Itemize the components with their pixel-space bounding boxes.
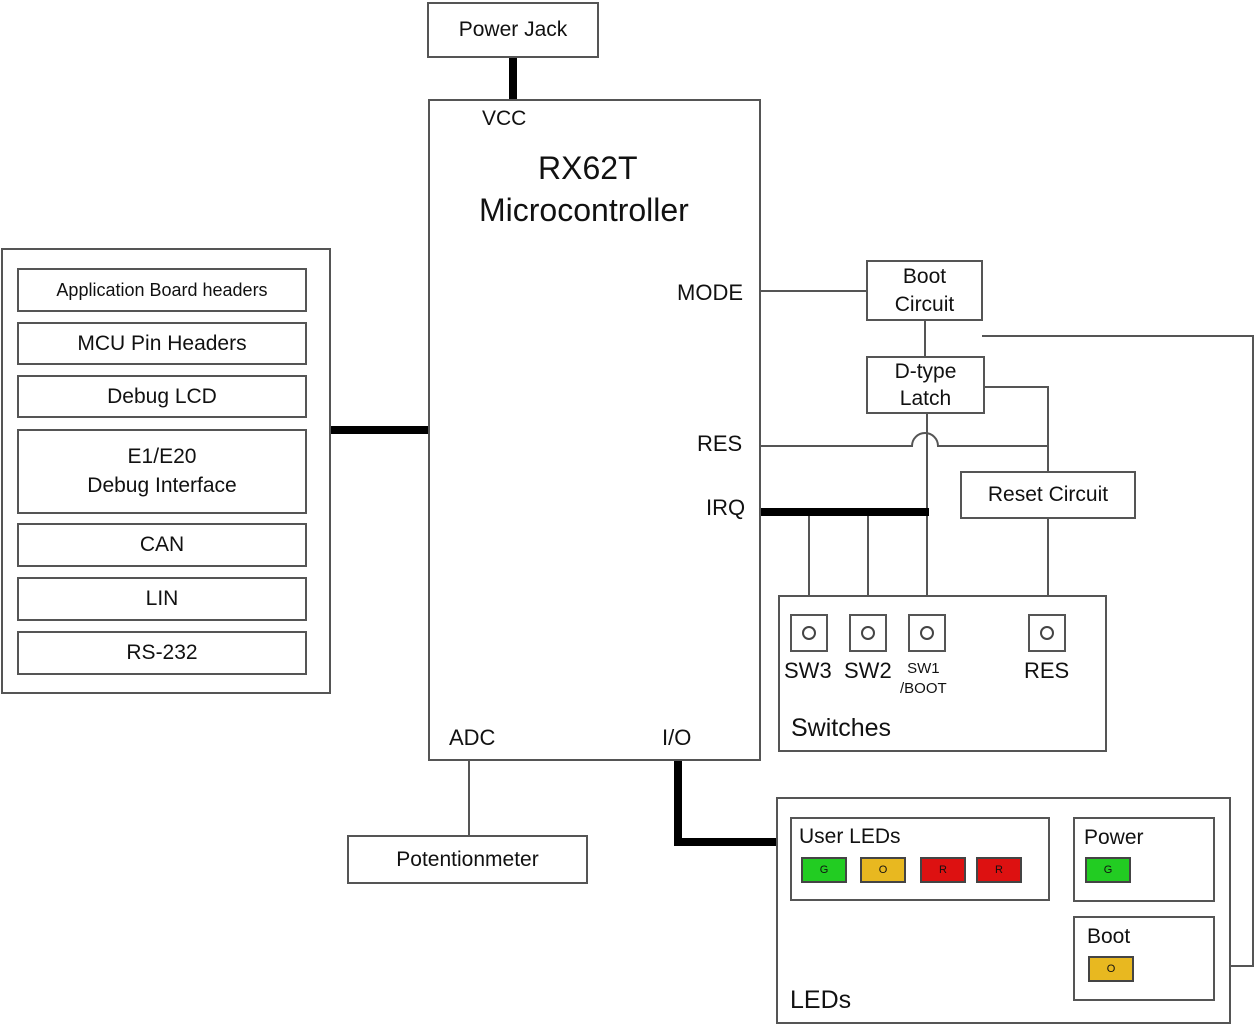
latch-box: D-type Latch [866,356,985,414]
pin-mode: MODE [677,280,743,305]
pin-irq: IRQ [706,495,746,520]
switch-button-icon [920,626,934,640]
user-led-red-1: R [920,857,966,883]
led-letter: O [1106,963,1116,975]
header-label: MCU Pin Headers [77,331,247,355]
user-led-red-2: R [976,857,1022,883]
latch-label: D-type Latch [894,359,957,410]
pin-vcc: VCC [482,107,527,130]
header-label: E1/E20 Debug Interface [87,445,237,497]
boot-led-title: Boot [1087,925,1131,948]
switches-title: Switches [791,714,892,742]
power-led-title: Power [1084,826,1144,849]
reset-circuit-box: Reset Circuit [960,471,1136,519]
switch-sw1-boot[interactable] [908,614,946,652]
header-debug-lcd: Debug LCD [17,375,307,418]
boot-circuit-box: Boot Circuit [866,260,983,321]
header-label: CAN [139,533,185,556]
switch-label-sw3: SW3 [784,658,832,683]
header-label: RS-232 [126,641,198,664]
reset-circuit-label: Reset Circuit [987,483,1109,506]
user-led-green: G [801,857,847,883]
header-label: Application Board headers [56,279,268,300]
boot-circuit-label: Boot Circuit [894,265,955,316]
user-leds-title: User LEDs [799,825,901,848]
pin-io: I/O [662,725,692,750]
pin-res: RES [697,431,743,456]
power-led-green: G [1085,857,1131,883]
header-lin: LIN [17,577,307,621]
header-mcu-pin: MCU Pin Headers [17,322,307,365]
mcu-box [428,99,761,761]
boot-led-orange: O [1088,956,1134,982]
header-label: Debug LCD [107,384,217,408]
header-application-board: Application Board headers [17,268,307,312]
led-letter: G [819,864,829,876]
power-jack-label: Power Jack [458,18,568,41]
switch-button-icon [802,626,816,640]
header-rs232: RS-232 [17,631,307,675]
switch-res[interactable] [1028,614,1066,652]
switch-button-icon [1040,626,1054,640]
switch-sw3[interactable] [790,614,828,652]
mcu-title-line1: RX62T [538,150,638,186]
user-led-orange: O [860,857,906,883]
switch-label-res: RES [1024,658,1070,683]
header-can: CAN [17,523,307,567]
led-letter: R [939,864,947,876]
switch-label-sw1-boot: SW1 /BOOT [900,660,947,698]
potentiometer-label: Potentionmeter [396,847,539,871]
header-e1-e20-debug: E1/E20 Debug Interface [17,429,307,514]
pin-adc: ADC [449,725,496,750]
mcu-title-line2: Microcontroller [479,192,689,228]
led-letter: G [1103,864,1113,876]
power-jack-box: Power Jack [427,2,599,58]
led-letter: R [995,864,1003,876]
switch-label-sw2: SW2 [844,658,892,683]
leds-title: LEDs [790,986,852,1014]
led-letter: O [878,864,888,876]
switch-sw2[interactable] [849,614,887,652]
switch-button-icon [861,626,875,640]
header-label: LIN [145,587,179,610]
potentiometer-box: Potentionmeter [347,835,588,884]
